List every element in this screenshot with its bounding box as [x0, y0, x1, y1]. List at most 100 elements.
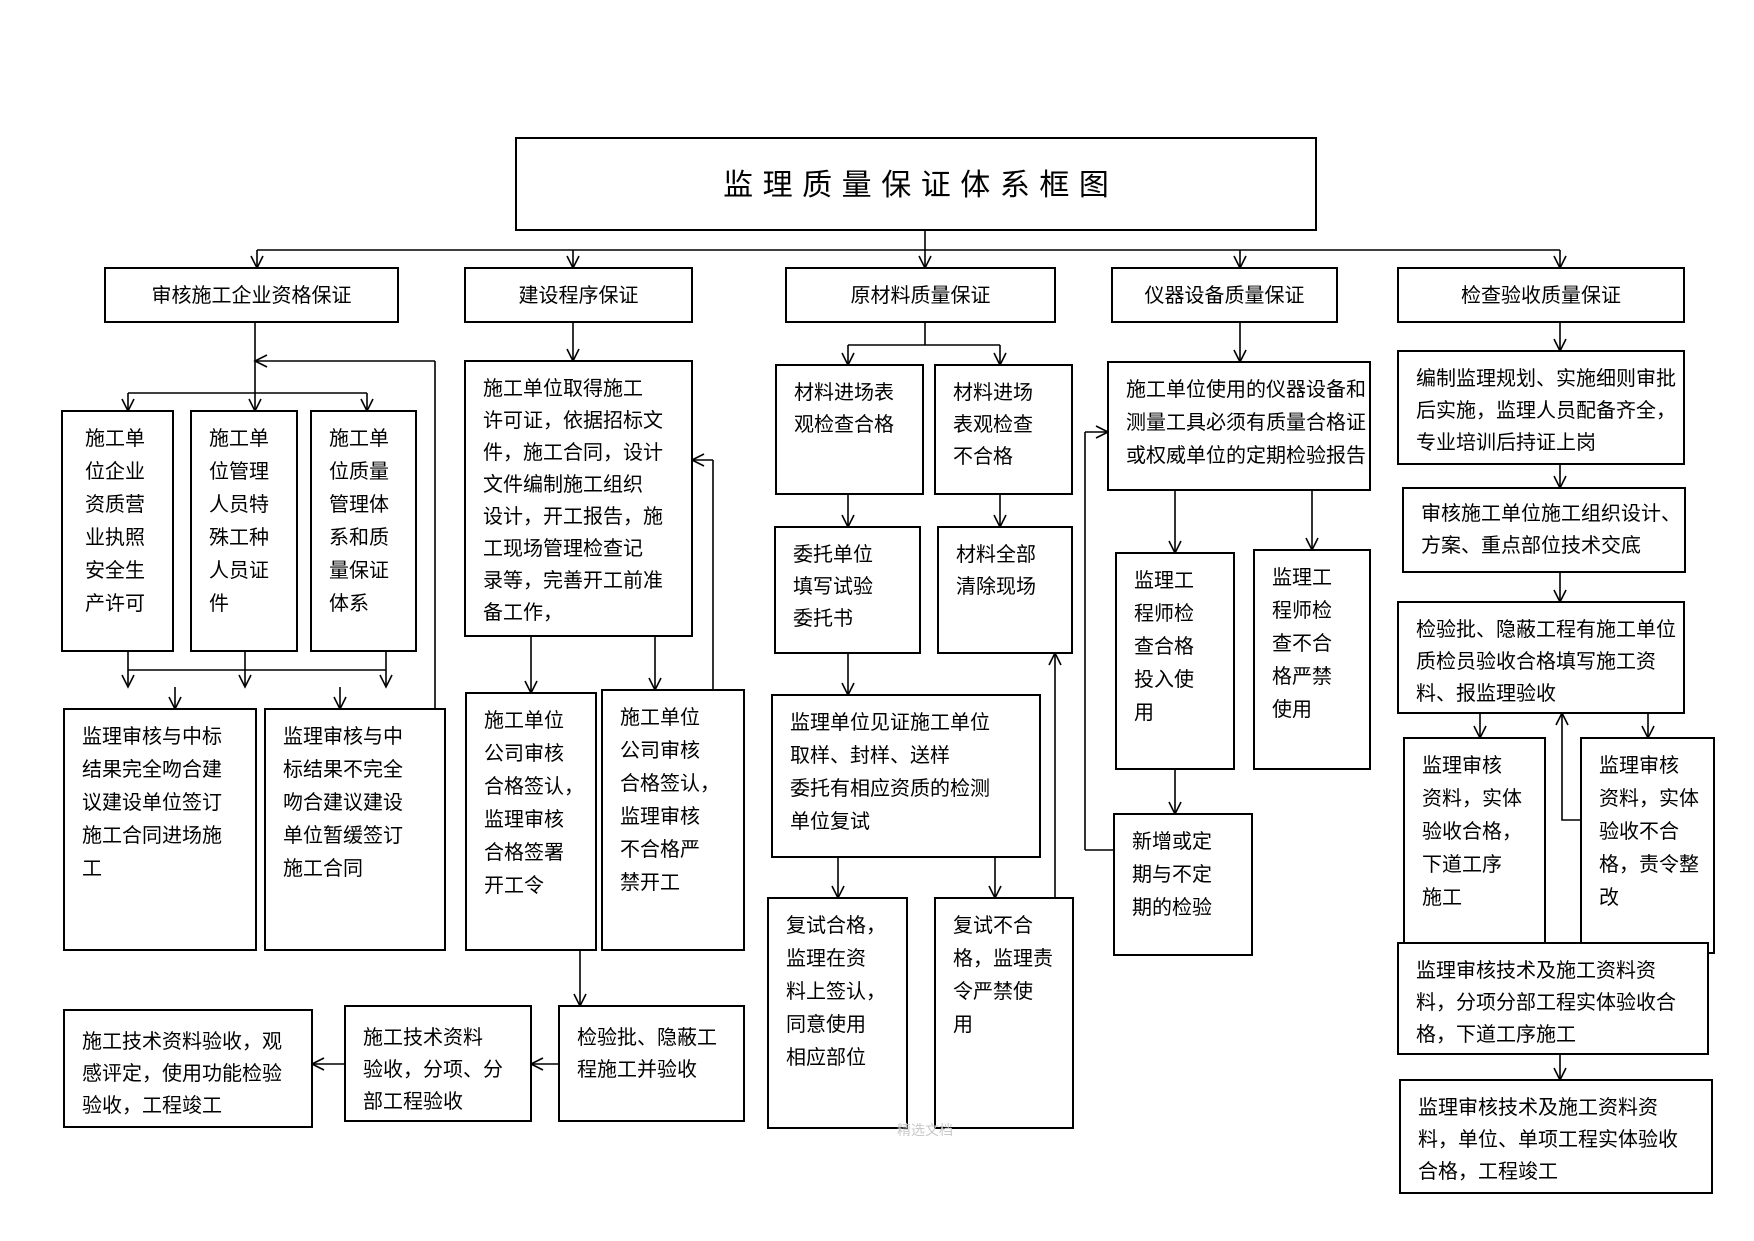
personnel-box-line: 殊工种 [209, 525, 269, 549]
witness-box-line: 监理单位见证施工单位 [790, 710, 990, 734]
personnel-box-line: 位管理 [209, 459, 269, 483]
equipment-cert-box-line: 测量工具必须有质量合格证 [1126, 410, 1366, 434]
category-equipment-frame [1111, 267, 1338, 323]
personnel-box-line: 件 [209, 591, 229, 615]
license-box-line: 施工单 [85, 426, 145, 450]
mismatch-box-frame [264, 708, 446, 951]
procedure-rejected-box-line: 施工单位 [620, 705, 700, 729]
match-box-line: 监理审核与中标 [82, 724, 222, 748]
match-box-line: 议建设单位签订 [82, 790, 222, 814]
diagram-boxes: 监 理 质 量 保 证 体 系 框 图审核施工企业资格保证建设程序保证原材料质量… [61, 137, 1715, 1194]
arrow-down-icon [379, 674, 393, 689]
sub-box-frame [1397, 942, 1709, 1055]
sub-acceptance-box-line: 部工程验收 [363, 1089, 463, 1113]
procedure-approved-box-line: 公司审核 [484, 741, 564, 765]
license-box-line: 业执照 [85, 525, 145, 549]
arrow-down-icon [121, 674, 135, 689]
equipment-fail-box-line: 监理工 [1272, 565, 1332, 589]
procedure-rejected-box-line: 监理审核 [620, 804, 700, 828]
pass-box-frame [1403, 737, 1546, 954]
procedure-prep-box-line: 工现场管理检查记 [483, 536, 643, 560]
equipment-cert-box-frame [1107, 361, 1371, 491]
clear-box-frame [937, 526, 1073, 654]
procedure-rejected-box-line: 合格签认， [620, 771, 720, 795]
unit-box-line: 料，单位、单项工程实体验收 [1418, 1127, 1678, 1151]
retest-fail-box-frame [934, 897, 1074, 1129]
procedure-prep-box-line: 录等，完善开工前准 [483, 568, 663, 592]
category-material-text: 原材料质量保证 [851, 283, 991, 307]
completion-box-line: 施工技术资料验收，观 [82, 1029, 282, 1053]
procedure-prep-box-line: 设计，开工报告，施 [483, 504, 663, 528]
plan-box-line: 后实施，监理人员配备齐全， [1416, 398, 1676, 422]
procedure-rejected-box-line: 禁开工 [620, 870, 680, 894]
review-box-line: 审核施工单位施工组织设计、 [1421, 501, 1681, 525]
unit-box-frame [1399, 1079, 1713, 1194]
sub-acceptance-box-line: 施工技术资料 [363, 1025, 483, 1049]
retest-ok-box-frame [767, 897, 908, 1129]
mismatch-box-line: 单位暂缓签订 [283, 823, 403, 847]
procedure-approved-box-line: 合格签认， [484, 774, 584, 798]
unit-box-line: 合格，工程竣工 [1418, 1159, 1558, 1183]
plan-box-frame [1397, 350, 1685, 465]
retest-fail-box-line: 复试不合 [953, 913, 1033, 937]
completion-box-line: 感评定，使用功能检验 [82, 1061, 282, 1085]
clear-box-line: 清除现场 [956, 574, 1036, 598]
periodic-box-line: 期的检验 [1132, 895, 1212, 919]
procedure-approved-box-line: 合格签署 [484, 840, 564, 864]
sub-acceptance-box-line: 验收，分项、分 [363, 1057, 503, 1081]
mismatch-box-line: 监理审核与中 [283, 724, 403, 748]
retest-fail-box-line: 用 [953, 1012, 973, 1036]
lot-inspection-box-line: 程施工并验收 [577, 1057, 697, 1081]
category-qualification-text: 审核施工企业资格保证 [152, 283, 352, 307]
retest-fail-box-line: 令严禁使 [953, 979, 1033, 1003]
equipment-fail-box-line: 程师检 [1272, 598, 1332, 622]
lot-box-frame [1397, 601, 1685, 714]
personnel-box-line: 人员证 [209, 558, 269, 582]
equipment-fail-box-line: 使用 [1272, 697, 1312, 721]
sub-box-line: 监理审核技术及施工资料资 [1416, 958, 1656, 982]
fail-box-line: 资料，实体 [1599, 786, 1699, 810]
category-inspection-text: 检查验收质量保证 [1461, 283, 1621, 307]
mismatch-box-line: 标结果不完全 [283, 757, 403, 781]
equipment-fail-box-frame [1253, 549, 1371, 770]
procedure-prep-box-line: 件，施工合同，设计 [483, 440, 663, 464]
personnel-box-frame [190, 410, 298, 652]
witness-box-line: 单位复试 [790, 809, 870, 833]
match-box-frame [63, 708, 257, 951]
procedure-prep-box-line: 许可证，依据招标文 [483, 408, 663, 432]
lot-box-line: 质检员验收合格填写施工资 [1416, 649, 1656, 673]
lot-inspection-box-frame [558, 1005, 745, 1122]
periodic-box-frame [1113, 813, 1253, 956]
diagram-title-text: 监 理 质 量 保 证 体 系 框 图 [723, 168, 1109, 203]
review-box-line: 方案、重点部位技术交底 [1421, 533, 1641, 557]
commission-box-frame [774, 526, 921, 654]
license-box-line: 资质营 [85, 492, 145, 516]
retest-ok-box-line: 监理在资 [786, 946, 866, 970]
procedure-rejected-box-line: 公司审核 [620, 738, 700, 762]
appearance-ok-box-line: 材料进场表 [794, 380, 894, 404]
category-qualification: 审核施工企业资格保证 [104, 267, 399, 323]
witness-box-frame [771, 694, 1041, 858]
category-equipment: 仪器设备质量保证 [1111, 267, 1338, 323]
arrow-left-icon [253, 354, 268, 368]
equipment-ok-box-line: 用 [1134, 700, 1154, 724]
